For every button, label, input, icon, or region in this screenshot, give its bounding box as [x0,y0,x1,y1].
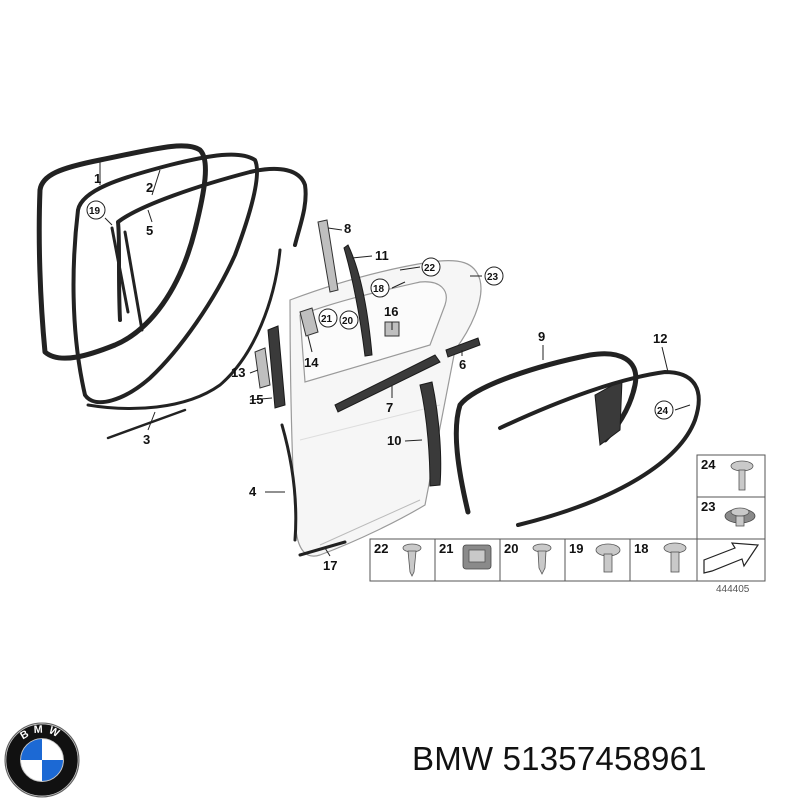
table-label-21: 21 [439,541,453,556]
table-label-20: 20 [504,541,518,556]
strip-17 [298,540,347,557]
callout-7: 7 [386,400,393,415]
callout-22: 22 [424,263,436,274]
screw-20-icon [532,543,552,575]
reference-number: 444405 [716,584,750,595]
clip-21-icon [462,544,492,570]
pillar-13-15 [254,325,286,409]
leader-lines [99,162,691,557]
table-label-18: 18 [634,541,648,556]
callout-labels: 1 2 5 8 11 16 14 13 15 6 7 3 9 12 10 4 1… [94,171,667,573]
table-label-19: 19 [569,541,583,556]
window-seal-3 [86,248,282,440]
callout-23: 23 [487,272,499,283]
callout-3: 3 [143,432,150,447]
nut-23-icon [724,507,756,527]
callout-10: 10 [387,433,401,448]
table-label-23: 23 [701,499,715,514]
part-number: 51357458961 [502,740,707,777]
callout-24: 24 [657,406,669,417]
frame-seal-12 [498,370,701,527]
callout-15: 15 [249,392,263,407]
callout-11: 11 [375,248,389,263]
window-seal-2 [71,152,260,405]
table-label-22: 22 [374,541,388,556]
part-caption: BMW 51357458961 [412,740,707,778]
fastener-table: 24 23 22 21 20 19 18 [369,454,766,595]
callout-4: 4 [249,484,257,499]
screw-18-icon [663,542,687,573]
callout-17: 17 [323,558,337,573]
callout-20: 20 [342,316,354,327]
pillar-trim-8 [317,219,339,293]
callout-9: 9 [538,329,545,344]
window-seal-1 [36,143,208,361]
callout-19: 19 [89,206,101,217]
door-panel [289,259,482,557]
callout-14: 14 [304,355,319,370]
channel-11 [343,244,373,357]
callout-18: 18 [373,284,385,295]
callout-8: 8 [344,221,351,236]
callout-6: 6 [459,357,466,372]
window-seal-5 [110,166,308,332]
arrow-icon [703,542,760,574]
frame-seal-9 [453,351,639,515]
callout-5: 5 [146,223,153,238]
callout-1: 1 [94,171,101,186]
callout-12: 12 [653,331,667,346]
table-label-24: 24 [701,457,716,472]
bmw-logo-icon: BMW [4,722,80,798]
circled-callouts: 19 22 23 18 21 20 24 [86,200,674,420]
screw-19-icon [595,543,621,573]
callout-21: 21 [321,314,333,325]
screw-22-icon [402,543,422,577]
bolt-24-icon [730,460,754,491]
strip-7 [334,354,441,413]
callout-2: 2 [146,180,153,195]
callout-13: 13 [231,365,245,380]
strip-6 [445,337,481,358]
door-seal-4 [280,423,298,542]
callout-16: 16 [384,304,398,319]
brand-name: BMW [412,740,494,777]
pillar-10 [419,381,442,487]
